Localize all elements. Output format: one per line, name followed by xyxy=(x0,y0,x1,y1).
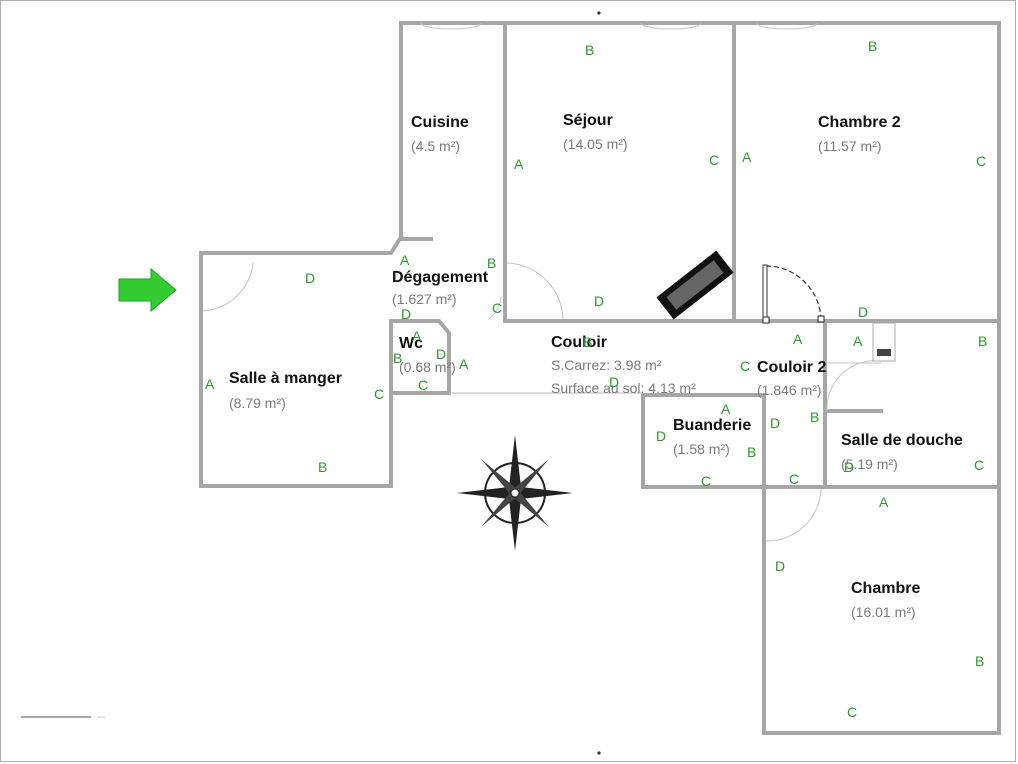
room-name-couloir2: Couloir 2 xyxy=(757,359,826,376)
wall-letter-cuisine-a: A xyxy=(400,252,410,268)
top-marker xyxy=(597,11,601,15)
wall-letter-chambre2-d: D xyxy=(858,304,868,320)
room-name-sejour: Séjour xyxy=(563,112,613,129)
wall-letter-buanderie-d: D xyxy=(656,428,666,444)
wall-letter-buanderie-a: A xyxy=(721,401,731,417)
room-area-cuisine: (4.5 m²) xyxy=(411,138,460,154)
room-name-cuisine: Cuisine xyxy=(411,114,469,131)
room-area-chambre2: (11.57 m²) xyxy=(818,138,882,154)
wall-letter-chambre-b: B xyxy=(975,653,984,669)
room-name-degagement: Dégagement xyxy=(392,269,489,286)
wall-letter-degagement-c: C xyxy=(492,300,502,316)
wall-letter-sejour-b: B xyxy=(585,42,594,58)
wall-letter-salle-de-douche-a: A xyxy=(853,333,863,349)
wall-letter-salle-a-manger-b: B xyxy=(318,459,327,475)
bottom-marker xyxy=(597,751,601,755)
wall-letter-wc-b: B xyxy=(393,350,402,366)
wall-letter-salle-a-manger-a: A xyxy=(205,376,215,392)
wall-letter-wc-d: D xyxy=(436,346,446,362)
wall-letter-wc-c: C xyxy=(418,377,428,393)
room-area-salle-a-manger: (8.79 m²) xyxy=(229,395,286,411)
room-area-salle-de-douche: (5.19 m²) xyxy=(841,456,898,472)
wall-letter-cuisine-b: B xyxy=(487,255,496,271)
wall-letter-sejour-c: C xyxy=(709,152,719,168)
wall-letter-degagement-d: D xyxy=(401,306,411,322)
room-area-wc: (0.68 m²) xyxy=(399,359,456,375)
room-area-sejour: (14.05 m²) xyxy=(563,136,628,152)
compass-rose-icon xyxy=(457,435,573,551)
wall-letter-sejour-d: D xyxy=(594,293,604,309)
room-area-couloir2: (1.846 m²) xyxy=(757,382,822,398)
wall-letter-chambre2-a: A xyxy=(742,149,752,165)
wall-letter-couloir-b: B xyxy=(583,334,592,350)
room-name-buanderie: Buanderie xyxy=(673,417,751,434)
radiator-icon xyxy=(872,322,896,362)
wall-letter-chambre-d: D xyxy=(775,558,785,574)
entrance-arrow-icon xyxy=(118,267,177,313)
room-area-degagement: (1.627 m²) xyxy=(392,291,457,307)
wall-letter-buanderie-b: B xyxy=(747,444,756,460)
wall-letter-salle-de-douche-c: C xyxy=(974,457,984,473)
wall-letter-salle-de-douche-b: B xyxy=(978,333,987,349)
wall-letter-chambre2-c: C xyxy=(976,153,986,169)
room-name-chambre2: Chambre 2 xyxy=(818,114,901,131)
wall-letter-sejour-a: A xyxy=(514,156,524,172)
walls xyxy=(199,21,1001,735)
wall-letter-salle-a-manger-c: C xyxy=(374,386,384,402)
room-name-salle-a-manger: Salle à manger xyxy=(229,370,342,387)
wall-letter-wc-a: A xyxy=(459,356,469,372)
room-area-couloir: S.Carrez: 3.98 m² xyxy=(551,357,662,373)
wall-letter-couloir2-c: C xyxy=(789,471,799,487)
wall-letter-salle-de-douche-d: D xyxy=(844,459,854,475)
room-name-chambre: Chambre xyxy=(851,580,920,597)
room-name-couloir: Couloir xyxy=(551,334,607,351)
wall-letter-couloir-c: C xyxy=(740,358,750,374)
wall-letter-chambre-c: C xyxy=(847,704,857,720)
wall-letter-chambre-a: A xyxy=(879,494,889,510)
doors xyxy=(202,22,882,542)
room-name-salle-de-douche: Salle de douche xyxy=(841,432,963,449)
room-name-wc: Wc xyxy=(399,335,423,352)
stove-icon xyxy=(656,250,734,320)
wall-letter-chambre2-b: B xyxy=(868,38,877,54)
room-area-chambre: (16.01 m²) xyxy=(851,604,916,620)
wall-letter-wc-a: A xyxy=(412,328,422,344)
wall-letter-couloir2-b: B xyxy=(810,409,819,425)
wall-letter-couloir2-a: A xyxy=(793,331,803,347)
wall-letter-couloir2-d: D xyxy=(770,415,780,431)
wall-letter-couloir-d: D xyxy=(609,374,619,390)
room-labels: Cuisine (4.5 m²) Séjour (14.05 m²) Chambre 2… xyxy=(229,112,963,620)
wall-letter-salle-a-manger-d: D xyxy=(305,270,315,286)
wall-letter-buanderie-c: C xyxy=(701,473,711,489)
room-floor-area-couloir: Surface au sol: 4.13 m² xyxy=(551,380,696,396)
room-area-buanderie: (1.58 m²) xyxy=(673,441,730,457)
